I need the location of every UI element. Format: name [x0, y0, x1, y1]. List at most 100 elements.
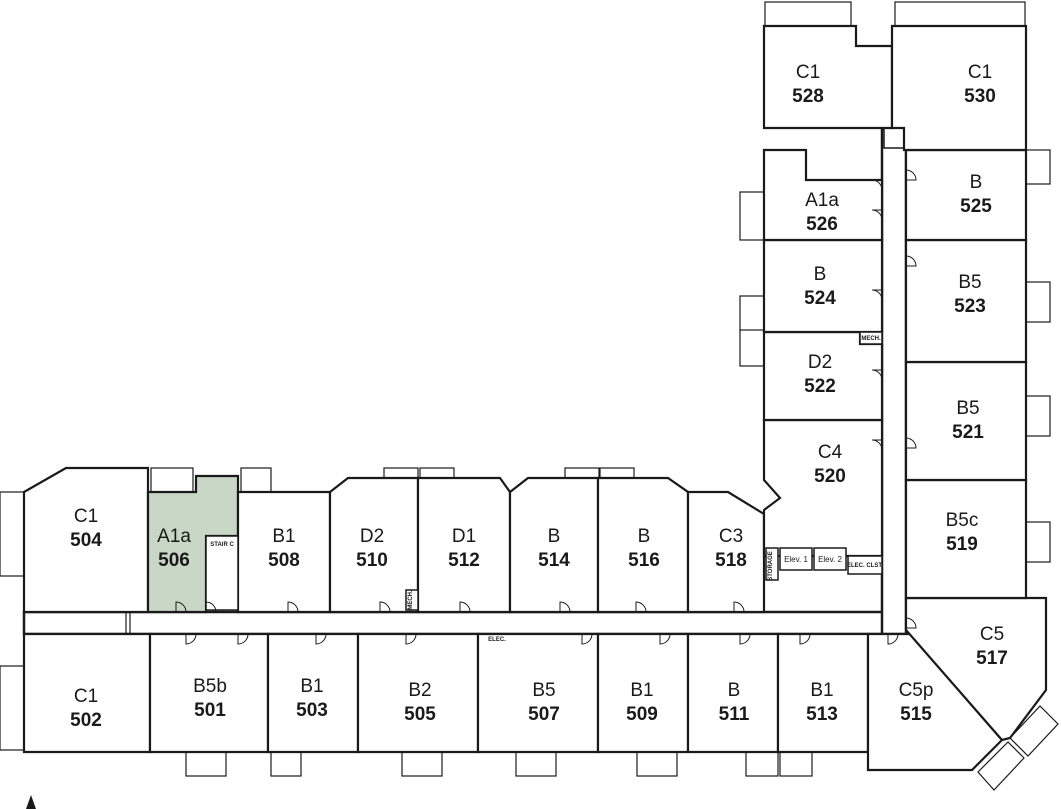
- elevator-2: [813, 547, 847, 571]
- unit-525-type: B: [970, 172, 983, 193]
- door-swing: [871, 289, 883, 301]
- north-arrow-icon: [26, 795, 36, 809]
- unit-518-type: C3: [719, 526, 743, 547]
- unit-528-outline[interactable]: [762, 24, 894, 130]
- unit-519-type: B5c: [946, 510, 979, 531]
- unit-528-type: C1: [796, 62, 820, 83]
- unit-509-number: 509: [626, 704, 658, 725]
- unit-526-number: 526: [806, 214, 838, 235]
- unit-517-outline[interactable]: [904, 596, 1048, 742]
- stair-c: [205, 535, 239, 611]
- unit-508-number: 508: [268, 550, 300, 571]
- unit-525-number: 525: [960, 196, 992, 217]
- unit-504-number: 504: [70, 530, 102, 551]
- door-swing: [287, 601, 299, 613]
- elevator-2-label: Elev. 2: [818, 555, 842, 564]
- door-swing: [379, 601, 391, 613]
- elevator-1: [779, 547, 813, 571]
- door-swing: [905, 169, 917, 181]
- unit-509-type: B1: [630, 680, 653, 701]
- mech-label-b: MECH.: [861, 336, 881, 342]
- door-swing: [175, 601, 187, 613]
- unit-502-type: C1: [74, 686, 98, 707]
- unit-524-outline[interactable]: [762, 238, 884, 334]
- unit-510-type: D2: [360, 526, 384, 547]
- unit-521-type: B5: [956, 398, 979, 419]
- unit-518-outline[interactable]: [686, 490, 766, 614]
- door-swing: [659, 633, 671, 645]
- unit-530-type: C1: [968, 62, 992, 83]
- stair-c-label: STAIR C: [210, 542, 234, 548]
- door-swing: [581, 633, 593, 645]
- storage-room: [765, 547, 779, 581]
- door-swing: [559, 601, 571, 613]
- unit-503-type: B1: [300, 676, 323, 697]
- unit-505-number: 505: [404, 704, 436, 725]
- unit-515-outline[interactable]: [866, 632, 1004, 772]
- storage-label: STORAGE: [768, 551, 774, 581]
- unit-505-type: B2: [408, 680, 431, 701]
- unit-520-type: C4: [818, 442, 843, 463]
- unit-501-type: B5b: [193, 676, 227, 697]
- door-swing: [799, 633, 811, 645]
- unit-507-number: 507: [528, 704, 560, 725]
- unit-516-number: 516: [628, 550, 660, 571]
- unit-517-type: C5: [980, 624, 1004, 645]
- unit-521-outline[interactable]: [904, 360, 1028, 482]
- unit-525-outline[interactable]: [904, 148, 1028, 242]
- unit-525[interactable]: B 525: [904, 148, 1028, 242]
- door-swing: [237, 633, 249, 645]
- unit-514-number: 514: [538, 550, 570, 571]
- door-swing: [905, 255, 917, 267]
- door-swing: [871, 179, 883, 191]
- door-swing: [871, 209, 883, 221]
- unit-520-outline[interactable]: [762, 418, 884, 558]
- unit-515-type: C5p: [899, 680, 934, 701]
- elevator-1-label: Elev. 1: [784, 555, 808, 564]
- unit-503-number: 503: [296, 700, 328, 721]
- unit-513-number: 513: [806, 704, 838, 725]
- unit-530-outline[interactable]: [890, 24, 1028, 152]
- unit-516-type: B: [638, 526, 651, 547]
- unit-516[interactable]: B 516: [596, 476, 690, 614]
- door-swing: [315, 633, 327, 645]
- elec-closet: [847, 555, 883, 575]
- door-swing: [905, 617, 917, 629]
- door-swing: [635, 601, 647, 613]
- unit-524-number: 524: [804, 288, 836, 309]
- unit-512-type: D1: [452, 526, 476, 547]
- mech-label-a: MECH.: [408, 590, 414, 610]
- unit-504-type: C1: [74, 506, 98, 527]
- unit-502-number: 502: [70, 710, 102, 731]
- door-swing: [739, 633, 751, 645]
- unit-530-number: 530: [964, 86, 996, 107]
- door-swing: [905, 437, 917, 449]
- door-swings: [175, 169, 917, 645]
